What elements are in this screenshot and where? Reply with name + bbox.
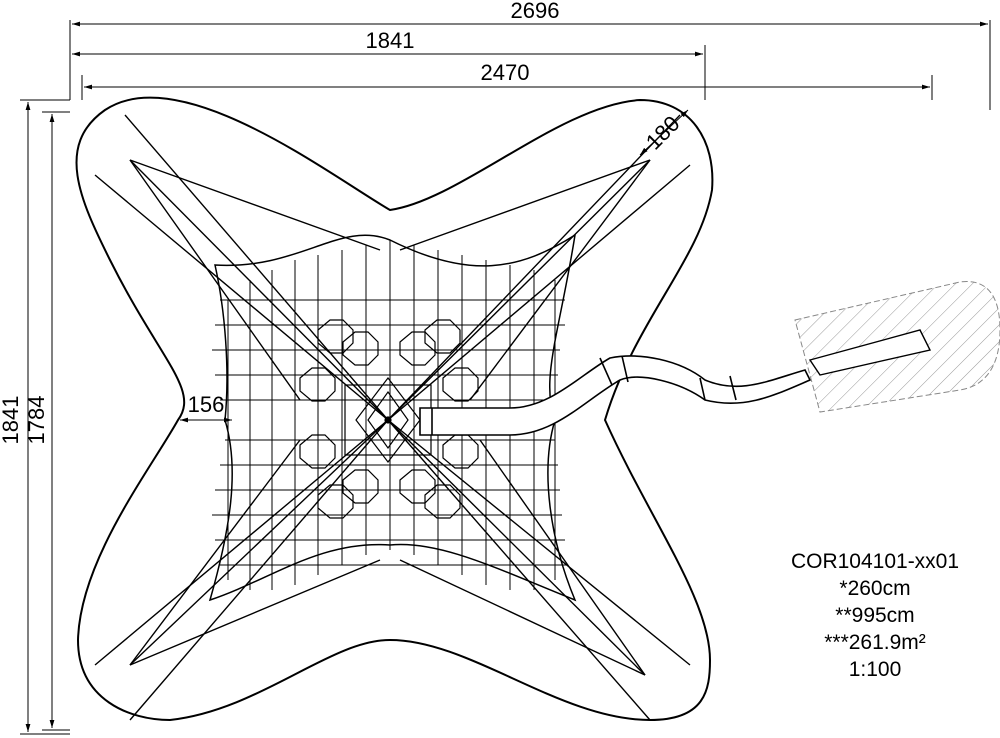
dim-top-width: 1841 bbox=[366, 28, 415, 53]
slide-exit-zone bbox=[794, 281, 1000, 413]
safety-zone-outline bbox=[75, 96, 714, 722]
dim-inner-height: 1784 bbox=[24, 396, 49, 445]
product-code: COR104101-xx01 bbox=[790, 550, 960, 573]
product-info-block: COR104101-xx01 *260cm **995cm ***261.9m²… bbox=[770, 548, 980, 683]
dim-overall-width: 2696 bbox=[511, 0, 560, 23]
product-height: *260cm bbox=[839, 577, 911, 600]
net-frame bbox=[208, 233, 577, 602]
dimension-lines bbox=[20, 20, 991, 735]
centre-nodes bbox=[299, 319, 479, 519]
product-area: ***261.9m² bbox=[824, 631, 926, 654]
diagonal-ropes bbox=[94, 114, 691, 721]
slide bbox=[419, 355, 812, 436]
dim-side-offset: 156 bbox=[188, 392, 225, 417]
product-length: **995cm bbox=[835, 604, 915, 627]
dim-inner-width: 2470 bbox=[481, 60, 530, 85]
drawing-scale: 1:100 bbox=[848, 658, 902, 681]
dim-overall-height: 1841 bbox=[0, 396, 23, 445]
